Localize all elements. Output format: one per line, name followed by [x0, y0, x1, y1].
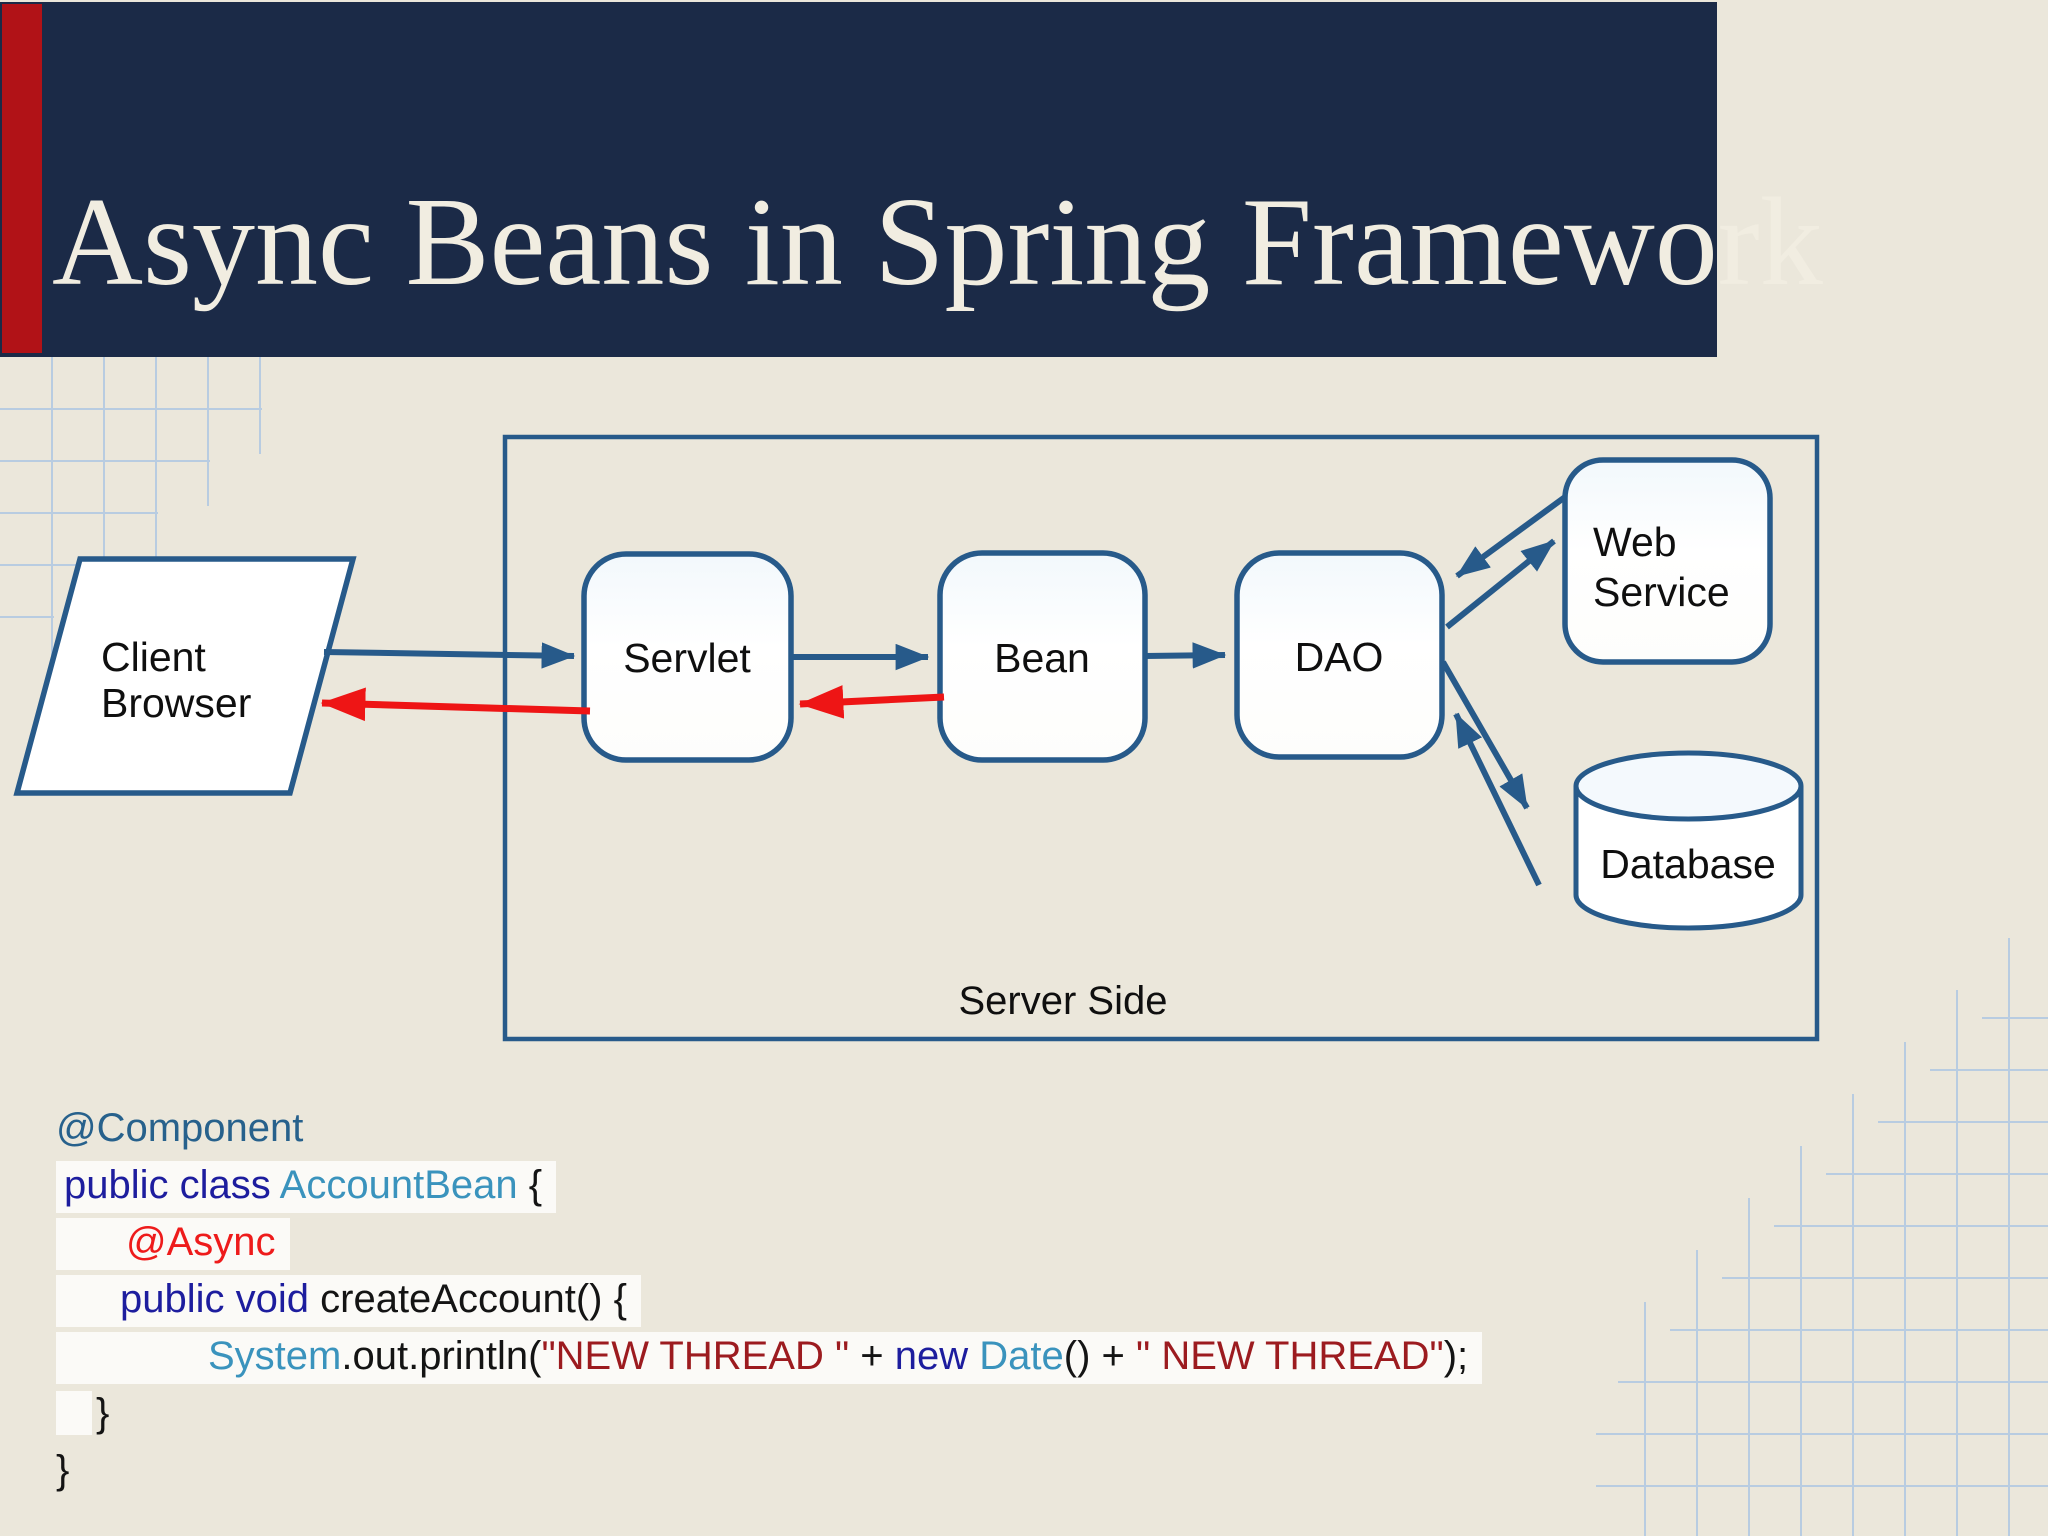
database-label: Database — [1600, 841, 1776, 887]
code-line: @Component — [56, 1106, 304, 1150]
code-line: public void createAccount() { — [56, 1271, 1482, 1328]
web-service-label-line2: Service — [1593, 569, 1730, 615]
arrow-servlet-to-client-return — [320, 687, 591, 722]
grid-top-left — [0, 357, 262, 662]
arrow-database-to-dao — [1453, 712, 1542, 887]
node-client-browser: Client Browser — [13, 556, 357, 796]
node-bean: Bean — [937, 550, 1148, 763]
red-accent-bar — [2, 4, 42, 353]
code-line: System.out.println("NEW THREAD " + new D… — [56, 1328, 1483, 1385]
code-line: @Async — [56, 1214, 1482, 1271]
node-servlet: Servlet — [581, 551, 794, 763]
code-block: @Component public class AccountBean {@Asy… — [56, 1100, 1483, 1499]
arrow-client-to-servlet — [323, 642, 576, 669]
red-arrows — [320, 685, 945, 722]
client-browser-label-line2: Browser — [101, 680, 251, 726]
arrow-webservice-to-dao — [1455, 494, 1567, 579]
arrow-bean-to-dao — [1144, 642, 1227, 669]
bean-label: Bean — [994, 635, 1090, 681]
code-line: public class AccountBean { — [56, 1157, 1482, 1214]
page-title: Async Beans in Spring Framework — [52, 173, 1823, 313]
arrow-dao-to-database — [1440, 660, 1530, 810]
arrow-bean-to-servlet-return — [798, 685, 945, 719]
code-line: } — [56, 1448, 70, 1492]
web-service-label-line1: Web — [1593, 519, 1677, 565]
dao-label: DAO — [1295, 634, 1384, 680]
servlet-label: Servlet — [623, 635, 751, 681]
code-line: } — [56, 1385, 1482, 1442]
server-side-boundary: Server Side — [502, 434, 1820, 1042]
node-web-service: Web Service — [1562, 457, 1773, 665]
node-database: Database — [1573, 750, 1804, 931]
grid-bottom-right — [1596, 938, 2048, 1536]
arrow-dao-to-webservice — [1445, 538, 1556, 630]
title-banner — [0, 2, 1717, 357]
node-dao: DAO — [1234, 550, 1445, 760]
server-side-label: Server Side — [959, 979, 1168, 1023]
blue-arrows — [323, 494, 1567, 887]
client-browser-label-line1: Client — [101, 634, 206, 680]
